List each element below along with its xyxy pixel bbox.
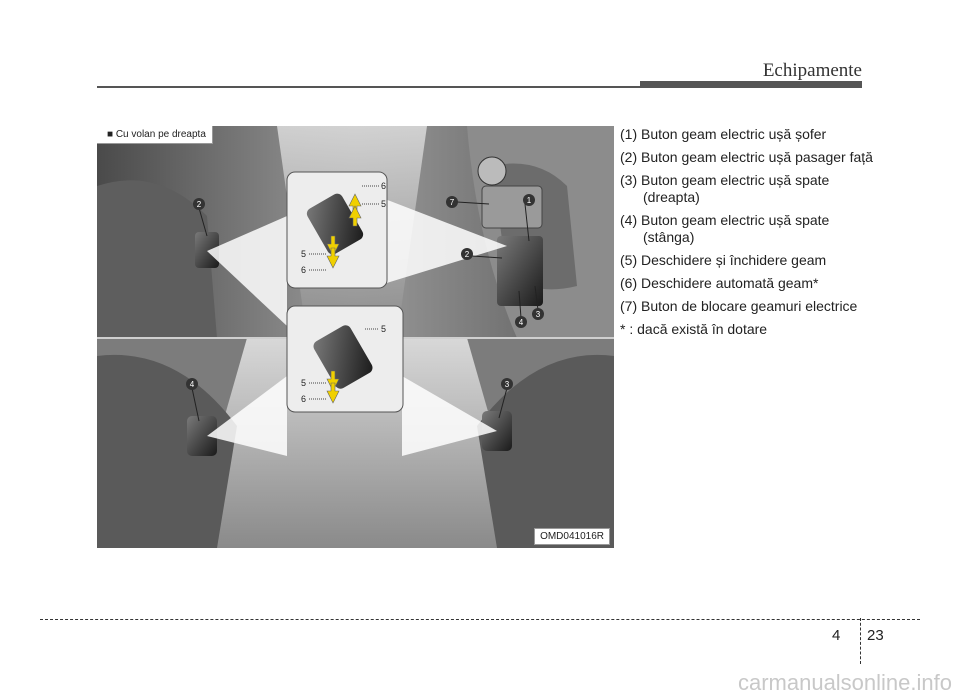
callout-2-right: 2 xyxy=(461,248,503,260)
page-number: 23 xyxy=(867,627,884,644)
header-rule-tail xyxy=(640,81,862,86)
svg-text:3: 3 xyxy=(505,380,510,389)
list-item: (1) Buton geam electric ușă șofer xyxy=(620,126,827,142)
window-controls-figure: 6 5 5 6 5 5 6 2 7 1 2 4 xyxy=(97,126,614,548)
callout-3-right: 3 xyxy=(532,285,544,320)
header-title: Echipamente xyxy=(762,60,862,81)
list-item: (4) Buton geam electric ușă spate (stâng… xyxy=(620,212,830,245)
svg-text:3: 3 xyxy=(536,310,541,319)
callout-3-bottom: 3 xyxy=(498,378,513,419)
arrow-label-bot-6: 6 xyxy=(301,394,306,404)
header-rule xyxy=(97,86,862,88)
driver-switch-panel xyxy=(481,185,543,229)
list-item: (6) Deschidere automată geam* xyxy=(620,275,819,291)
list-item: * : dacă există în dotare xyxy=(620,321,768,337)
arrow-label-top-6: 6 xyxy=(381,181,386,191)
front-passenger-switch xyxy=(195,232,219,268)
figure-illustration: 6 5 5 6 5 5 6 2 7 1 2 4 xyxy=(97,126,614,548)
svg-text:2: 2 xyxy=(197,200,202,209)
driver-switch-cluster xyxy=(497,236,543,306)
callout-7: 7 xyxy=(446,196,490,208)
list-item: (5) Deschidere și închidere geam xyxy=(620,252,827,268)
list-item: (3) Buton geam electric ușă spate (dreap… xyxy=(620,172,830,205)
svg-text:1: 1 xyxy=(527,196,532,205)
arrow-label-bot-5: 5 xyxy=(381,324,386,334)
arrow-label-top-6b: 6 xyxy=(301,265,306,275)
figure-label: ■ Cu volan pe dreapta xyxy=(97,126,213,144)
arrow-label-top-5b: 5 xyxy=(301,249,306,259)
footer-divider xyxy=(860,618,861,664)
list-item: (2) Buton geam electric ușă pasager față xyxy=(620,149,873,165)
svg-text:2: 2 xyxy=(465,250,470,259)
figure-code: OMD041016R xyxy=(534,528,610,545)
mirror-knob xyxy=(477,156,507,186)
rear-left-switch xyxy=(187,416,217,456)
svg-text:4: 4 xyxy=(190,380,195,389)
list-item: (7) Buton de blocare geamuri electrice xyxy=(620,298,858,314)
arrow-label-top-5: 5 xyxy=(381,199,386,209)
callout-4-right: 4 xyxy=(515,290,527,328)
item-list: (1) Buton geam electric ușă șofer (2) Bu… xyxy=(620,126,880,344)
watermark: carmanualsonline.info xyxy=(737,670,952,695)
footer-rule xyxy=(40,619,920,620)
svg-text:7: 7 xyxy=(450,198,455,207)
chapter-number: 4 xyxy=(832,627,841,644)
svg-text:4: 4 xyxy=(519,318,524,327)
callout-1: 1 xyxy=(523,194,535,242)
callout-2-top: 2 xyxy=(193,198,208,237)
callout-4-bottom: 4 xyxy=(186,378,200,422)
arrow-label-bot-5b: 5 xyxy=(301,378,306,388)
